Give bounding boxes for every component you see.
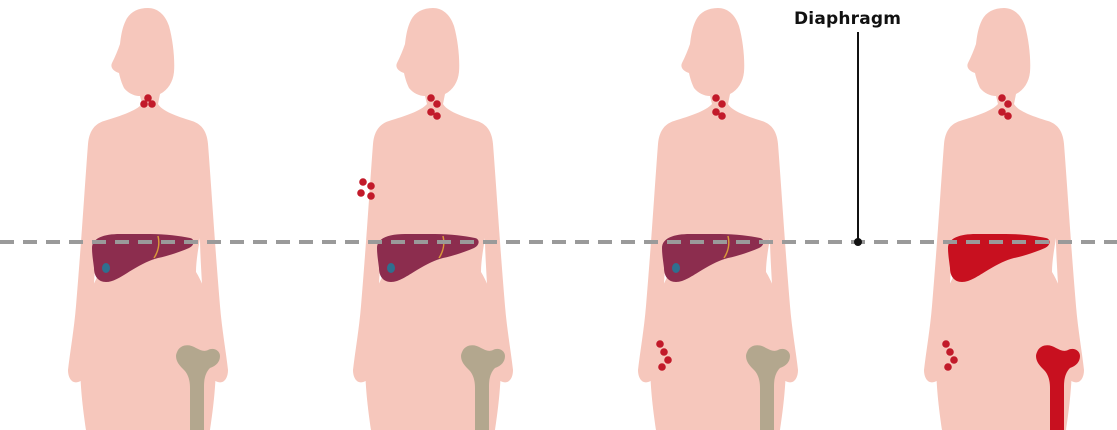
lymph-node [433,112,441,120]
lymph-node [144,94,152,102]
lymph-node [660,348,668,356]
lymph-node [946,348,954,356]
gallbladder [387,263,395,273]
diaphragm-pointer-dot [854,238,862,246]
lymph-node [950,356,958,364]
diaphragm-label: Diaphragm [794,9,901,29]
lymph-node [357,189,365,197]
lymph-node [367,192,375,200]
lymph-node [427,94,435,102]
lymph-node [658,363,666,371]
figure-stage-1 [68,8,228,430]
figure-stage-4 [924,8,1084,430]
lymph-node [656,340,664,348]
figure-stage-2 [353,8,513,430]
lymph-node [718,112,726,120]
lymph-node [1004,112,1012,120]
lymph-node [433,100,441,108]
gallbladder [102,263,110,273]
lymph-node [367,182,375,190]
gallbladder [672,263,680,273]
lymph-node [359,178,367,186]
lymph-node [1004,100,1012,108]
lymph-node [712,94,720,102]
lymph-node [664,356,672,364]
figure-stage-3 [638,8,798,430]
lymph-node [942,340,950,348]
lymph-node [998,94,1006,102]
lymph-node [944,363,952,371]
lymph-node [718,100,726,108]
